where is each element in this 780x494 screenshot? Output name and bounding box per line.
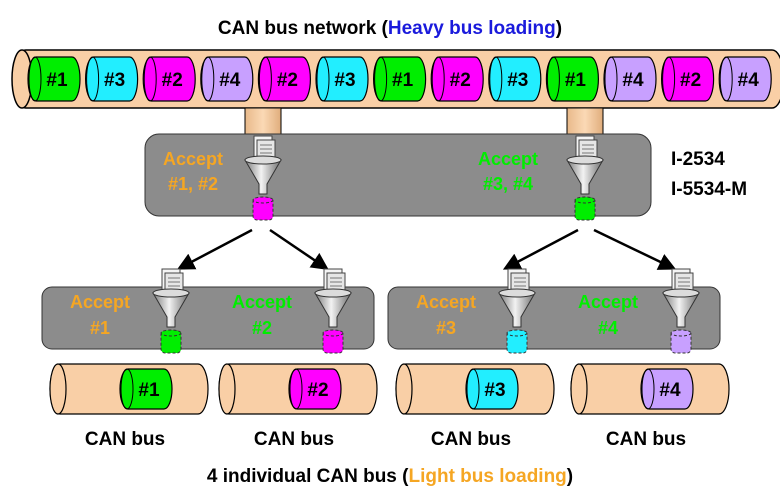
- main-bus-message-label: #3: [334, 70, 355, 91]
- sub-bus-message: [288, 368, 342, 410]
- footer-highlight: Light bus loading: [408, 466, 566, 487]
- main-bus-message: #2: [257, 56, 311, 102]
- footer-prefix: 4 individual CAN bus (: [207, 466, 409, 487]
- sub-bus-label: CAN bus: [431, 429, 511, 450]
- arrow-right-left: [502, 228, 579, 270]
- lower-filter-1-funnel-icon: [152, 268, 190, 354]
- main-bus-message-label: #1: [46, 70, 68, 91]
- sub-bus-message-label: #2: [307, 380, 328, 401]
- lower-filter-4-ids: #4: [598, 318, 618, 338]
- sub-bus-label: CAN bus: [606, 429, 686, 450]
- main-bus-message-label: #3: [507, 70, 528, 91]
- upper-filter-a-accept: Accept: [163, 149, 223, 169]
- title-prefix: CAN bus network (: [218, 18, 389, 39]
- main-bus-message-label: #4: [219, 70, 241, 91]
- main-bus-message: #4: [200, 56, 254, 102]
- main-bus-message-label: #3: [104, 70, 125, 91]
- lower-filter-4-funnel-icon: [662, 268, 700, 354]
- footer-suffix: ): [567, 466, 573, 487]
- device-lower-left: [41, 286, 375, 350]
- main-bus-message-label: #1: [392, 70, 414, 91]
- main-bus-message: #4: [603, 56, 657, 102]
- device-model-line2: I-5534-M: [671, 179, 747, 200]
- sub-bus-message: [465, 368, 519, 410]
- lower-filter-3-funnel-icon: [498, 268, 536, 354]
- main-bus-message-label: #4: [738, 70, 760, 91]
- main-bus-message: #3: [84, 56, 139, 102]
- sub-bus-label: CAN bus: [85, 429, 165, 450]
- main-bus-message-label: #2: [162, 70, 183, 91]
- device-lower-right: [387, 286, 721, 350]
- main-bus-message: #4: [718, 56, 772, 102]
- title-highlight: Heavy bus loading: [388, 18, 556, 39]
- lower-filter-3-ids: #3: [436, 318, 456, 338]
- upper-filter-b-funnel-icon: [566, 135, 604, 221]
- main-bus-message: #2: [430, 56, 484, 102]
- sub-bus-label: CAN bus: [254, 429, 334, 450]
- main-bus-message: #3: [315, 56, 369, 102]
- sub-bus-message-label: #3: [484, 380, 505, 401]
- lower-filter-3-accept: Accept: [416, 292, 476, 312]
- sub-bus-message-label: #4: [659, 380, 681, 401]
- sub-bus-message: [119, 368, 173, 410]
- main-bus-message: #1: [27, 56, 81, 102]
- arrow-left-right: [269, 228, 329, 270]
- lower-filter-4-accept: Accept: [578, 292, 638, 312]
- main-bus-message-label: #1: [565, 70, 587, 91]
- footer-caption: 4 individual CAN bus (Light bus loading): [207, 466, 573, 487]
- upper-filter-b-ids: #3, #4: [483, 174, 533, 194]
- upper-filter-a-ids: #1, #2: [168, 174, 218, 194]
- lower-filter-2-ids: #2: [252, 318, 272, 338]
- main-bus-message-label: #2: [277, 70, 298, 91]
- title-suffix: ): [556, 18, 562, 39]
- arrow-left-left: [176, 228, 253, 270]
- main-bus-messages: #1 #3 #2 #4 #2 #3 #1 #2 #3 #1 #4 #2 #4: [27, 56, 772, 102]
- sub-bus-message: [640, 368, 694, 410]
- main-bus-message: #1: [545, 56, 600, 102]
- upper-filter-a-funnel-icon: [244, 135, 282, 221]
- lower-filter-2-funnel-icon: [314, 268, 352, 354]
- lower-filter-2-accept: Accept: [232, 292, 292, 312]
- main-bus-message: #3: [488, 56, 542, 102]
- main-bus-message-label: #4: [622, 70, 644, 91]
- main-can-bus: #1 #3 #2 #4 #2 #3 #1 #2 #3 #1 #4 #2 #4: [11, 49, 780, 109]
- main-bus-message-label: #2: [680, 70, 701, 91]
- main-bus-message: #2: [660, 56, 715, 102]
- device-model-line1: I-2534: [671, 149, 725, 170]
- page-title: CAN bus network (Heavy bus loading): [218, 18, 562, 39]
- lower-filter-1-accept: Accept: [70, 292, 130, 312]
- upper-filter-b-accept: Accept: [478, 149, 538, 169]
- lower-filter-1-ids: #1: [90, 318, 110, 338]
- main-bus-message: #1: [373, 56, 427, 102]
- main-bus-message: #2: [142, 56, 196, 102]
- main-bus-message-label: #2: [450, 70, 471, 91]
- sub-bus-message-label: #1: [138, 380, 160, 401]
- arrow-right-right: [593, 228, 677, 270]
